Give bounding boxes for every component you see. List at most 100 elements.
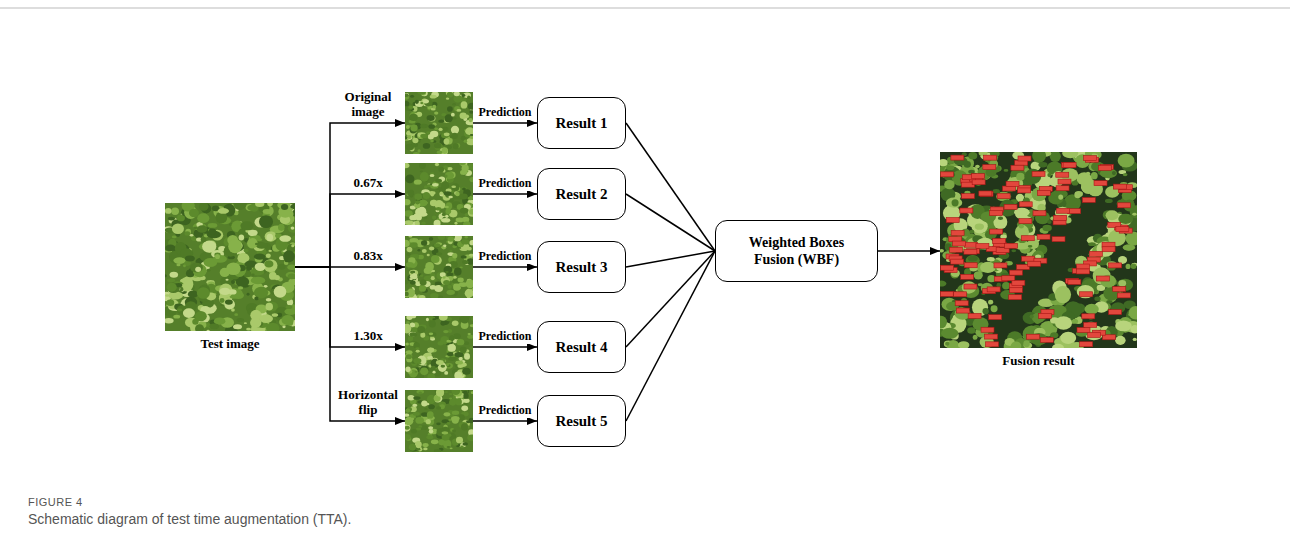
leaf bbox=[442, 431, 449, 434]
leaf bbox=[452, 117, 456, 120]
leaf bbox=[405, 101, 409, 106]
tree-crown bbox=[1133, 338, 1137, 341]
leaf bbox=[469, 254, 473, 257]
leaf bbox=[417, 92, 425, 95]
tree-crown bbox=[1011, 250, 1016, 253]
detection-box bbox=[1076, 269, 1089, 274]
leaf bbox=[415, 417, 424, 424]
leaf bbox=[429, 247, 434, 251]
leaf bbox=[406, 253, 410, 256]
leaf bbox=[414, 194, 422, 201]
leaf bbox=[278, 264, 286, 270]
leaf bbox=[197, 225, 208, 232]
leaf bbox=[439, 192, 443, 195]
canopy-ground bbox=[940, 152, 1137, 348]
leaf bbox=[445, 172, 454, 180]
detection-box bbox=[1012, 280, 1025, 285]
illustration bbox=[405, 92, 473, 154]
leaf bbox=[283, 250, 295, 262]
leaf bbox=[452, 411, 459, 415]
leaf bbox=[462, 442, 468, 445]
leaf bbox=[413, 358, 421, 363]
leaf bbox=[446, 290, 454, 295]
leaf bbox=[173, 257, 185, 264]
leaf bbox=[419, 163, 426, 169]
leaf bbox=[406, 354, 412, 359]
detection-box bbox=[1039, 313, 1052, 318]
leaf bbox=[436, 360, 444, 365]
leaf bbox=[436, 422, 441, 425]
leaf bbox=[426, 318, 429, 321]
leaf bbox=[167, 278, 175, 282]
leaf bbox=[408, 236, 412, 238]
detection-box bbox=[1052, 237, 1065, 242]
leaf bbox=[417, 326, 425, 333]
foliage-ground bbox=[405, 163, 473, 225]
augmented-image: 1.30x bbox=[405, 316, 473, 378]
leaf bbox=[266, 323, 279, 331]
tree-crown bbox=[1050, 152, 1061, 162]
leaf bbox=[469, 240, 473, 245]
detection-box bbox=[1022, 256, 1035, 261]
leaf bbox=[405, 354, 412, 359]
leaf bbox=[452, 429, 456, 432]
connector bbox=[473, 420, 537, 422]
leaf bbox=[444, 371, 448, 375]
leaf bbox=[405, 163, 409, 168]
leaf bbox=[412, 327, 419, 332]
leaf bbox=[446, 364, 450, 366]
leaf bbox=[438, 236, 446, 240]
leaf bbox=[465, 127, 473, 135]
leaf bbox=[423, 192, 430, 199]
leaf bbox=[172, 236, 177, 239]
tree-crown bbox=[968, 256, 978, 262]
detection-box bbox=[949, 247, 962, 252]
tree-crown bbox=[1118, 280, 1126, 286]
leaf bbox=[415, 371, 418, 373]
leaf bbox=[279, 235, 291, 242]
leaf bbox=[447, 167, 453, 170]
augmentation-label: Original image bbox=[337, 90, 399, 120]
leaf bbox=[405, 417, 413, 425]
leaf bbox=[467, 335, 473, 339]
leaf bbox=[453, 143, 459, 149]
image-label: Test image bbox=[200, 336, 259, 352]
tree-crown bbox=[1105, 199, 1113, 203]
leaf bbox=[410, 125, 417, 132]
detection-box bbox=[1094, 181, 1107, 186]
detection-box bbox=[993, 238, 1006, 243]
leaf bbox=[274, 286, 287, 298]
leaf bbox=[467, 295, 470, 298]
leaf bbox=[440, 321, 445, 326]
leaf bbox=[165, 318, 174, 323]
leaf bbox=[225, 299, 233, 304]
tree-crown bbox=[975, 165, 980, 168]
leaf bbox=[424, 185, 428, 188]
leaf bbox=[428, 124, 435, 129]
detection-box bbox=[1010, 270, 1023, 275]
result-box: Result 5 bbox=[537, 395, 626, 447]
detection-box bbox=[1027, 334, 1040, 339]
figure-caption: Schematic diagram of test time augmentat… bbox=[28, 511, 351, 527]
foliage-ground bbox=[165, 203, 295, 331]
detection-box bbox=[1005, 243, 1018, 248]
leaf bbox=[405, 413, 409, 416]
leaf bbox=[415, 220, 420, 225]
leaf bbox=[428, 116, 436, 122]
leaf bbox=[165, 274, 167, 277]
leaf bbox=[255, 243, 258, 245]
detection-box bbox=[972, 174, 985, 179]
detection-box bbox=[1088, 332, 1101, 337]
augmentation-label: Horizontal flip bbox=[337, 388, 399, 418]
fusion-image: Fusion result bbox=[940, 152, 1137, 348]
result-label: Result 2 bbox=[555, 185, 607, 203]
detection-box bbox=[1021, 236, 1034, 241]
leaf bbox=[208, 223, 218, 228]
leaf bbox=[415, 200, 420, 204]
leaf bbox=[255, 263, 266, 271]
leaf bbox=[432, 183, 439, 187]
leaf bbox=[405, 174, 414, 183]
detection-box bbox=[961, 274, 974, 279]
leaf bbox=[427, 348, 434, 353]
leaf bbox=[201, 237, 207, 242]
